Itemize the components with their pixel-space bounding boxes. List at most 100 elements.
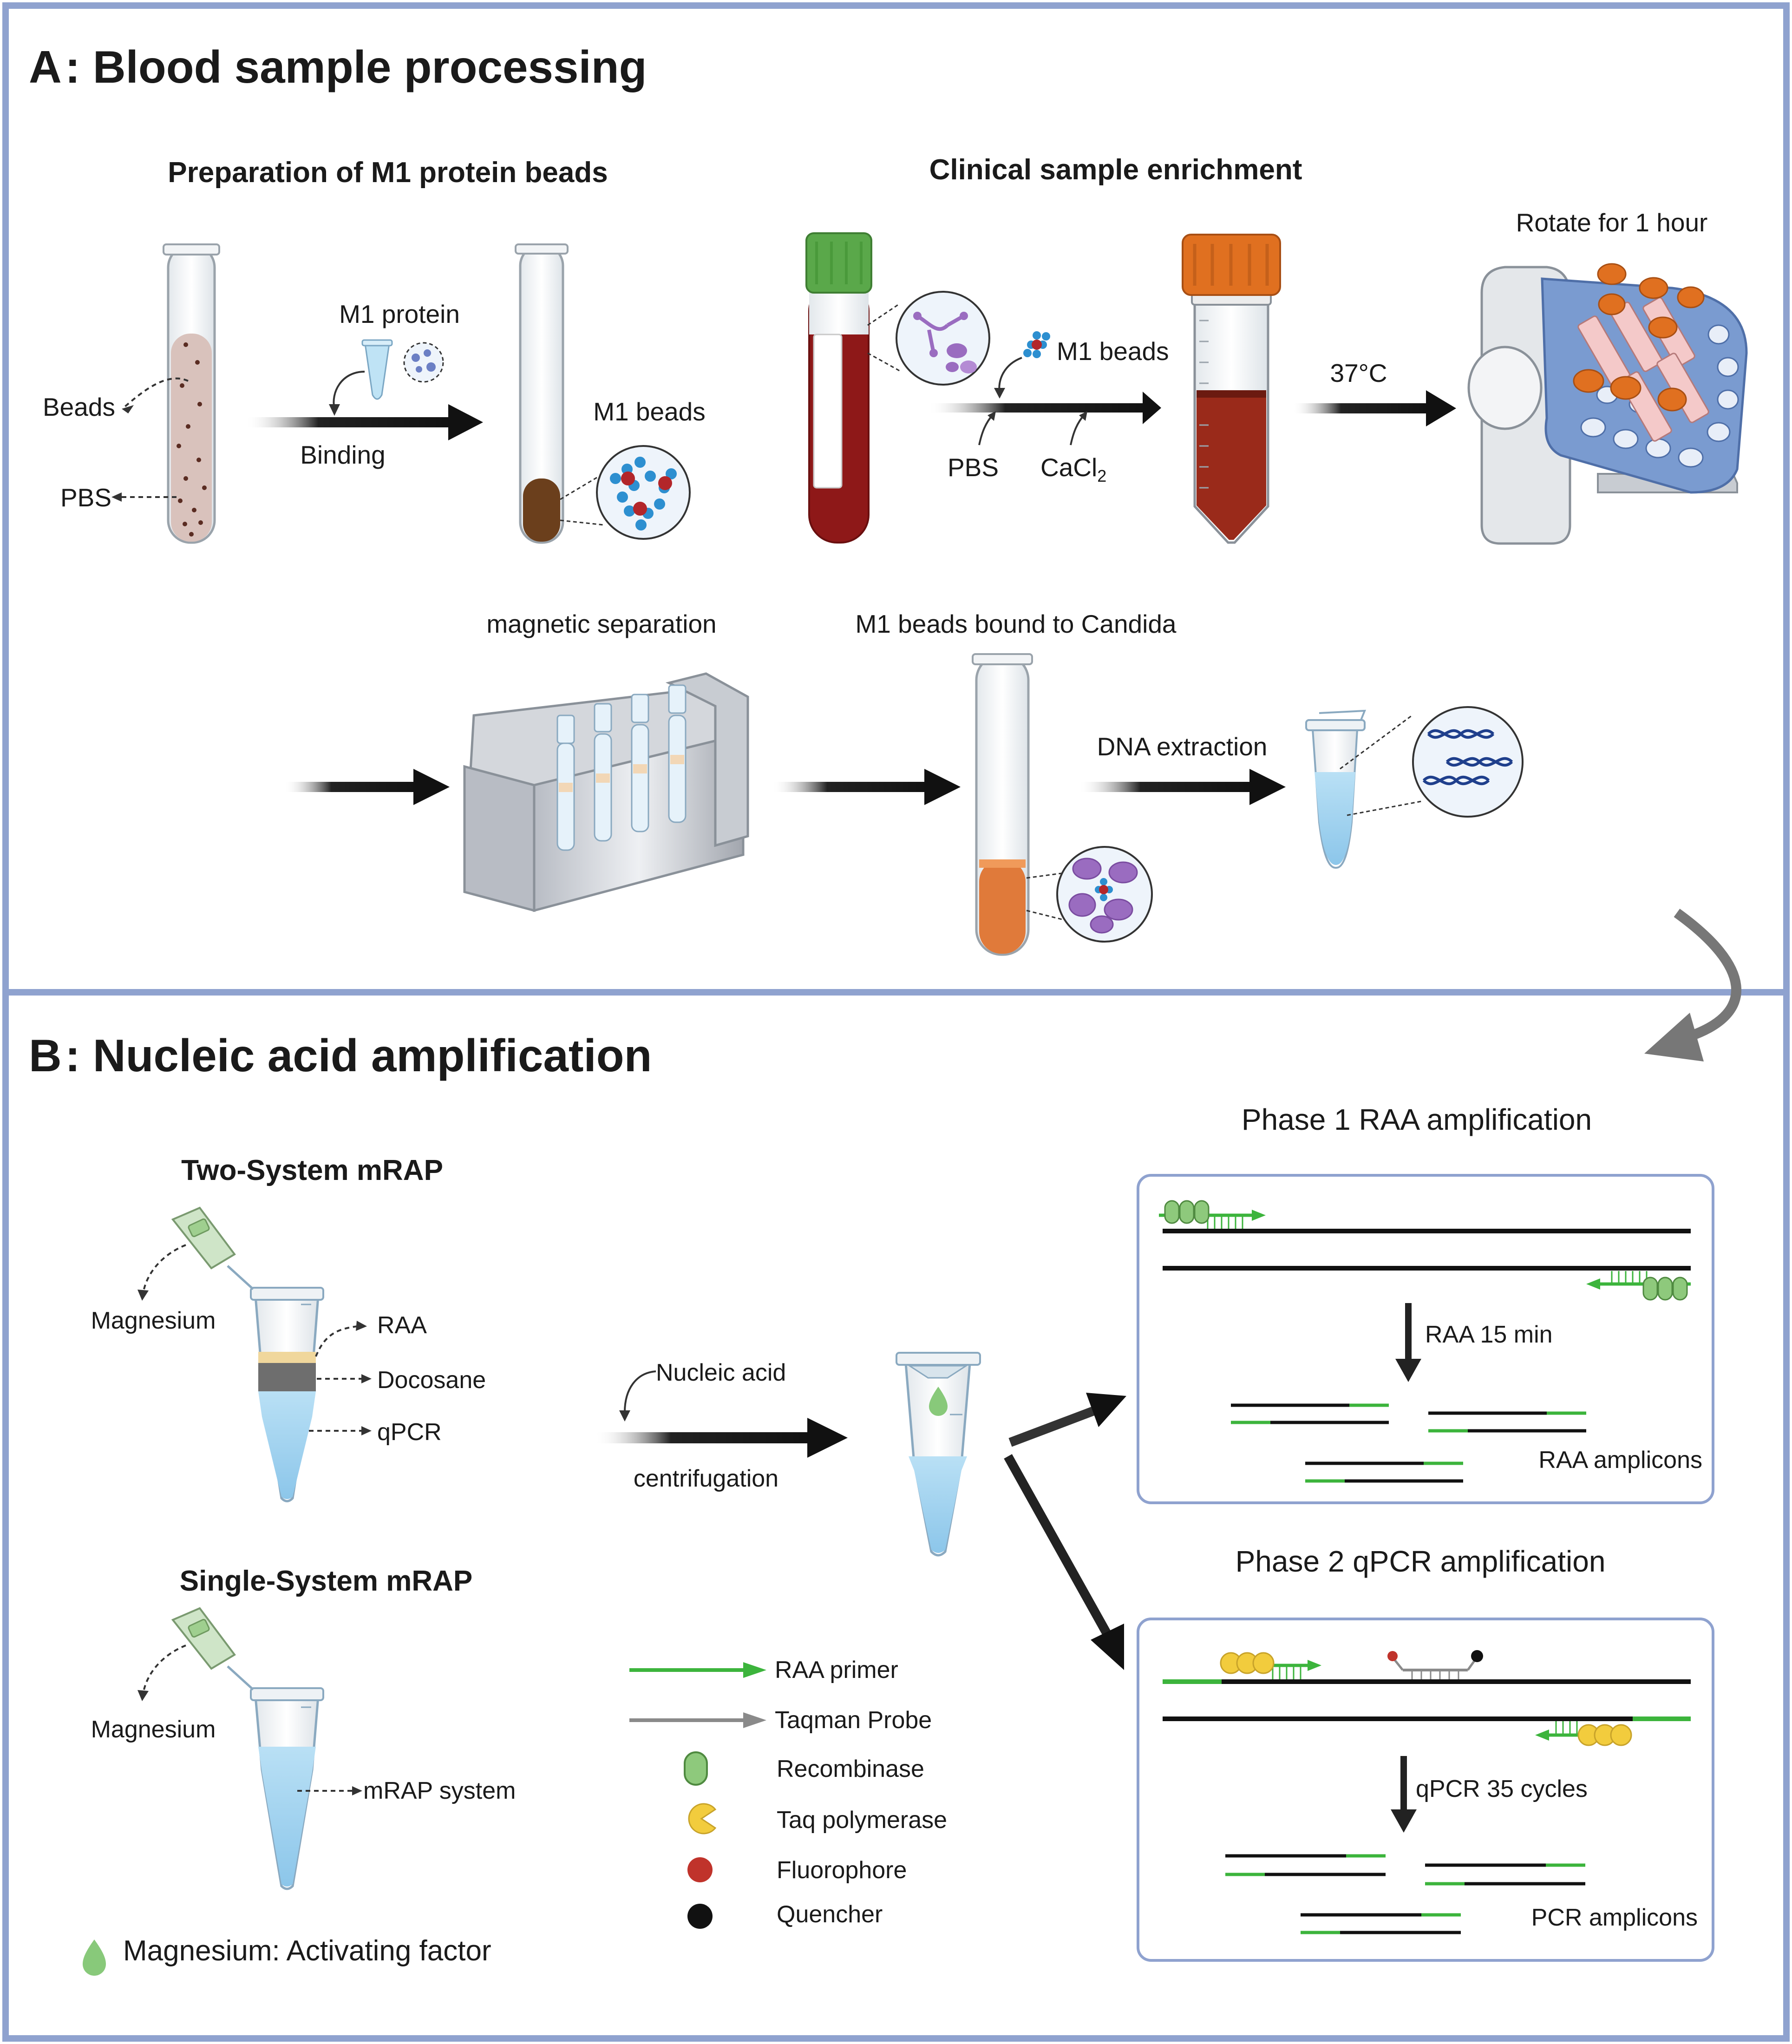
- phase1-strands: [1159, 1200, 1691, 1301]
- single-system-title: Single-System mRAP: [180, 1565, 473, 1597]
- legend: RAA primer Taqman Probe Recombinase Taq …: [629, 1657, 947, 1929]
- m1-beads-icon: [1023, 331, 1050, 358]
- cacl2-subscript: 2: [1097, 466, 1106, 485]
- magnetic-label: magnetic separation: [486, 609, 716, 638]
- m1-protein-pointer: [333, 371, 365, 409]
- nucleic-acid-pointer: [624, 1370, 656, 1413]
- row2-arrow-1: [284, 769, 450, 805]
- docosane-label: Docosane: [377, 1367, 486, 1394]
- raa-amplicons-label: RAA amplicons: [1538, 1447, 1702, 1474]
- single-system-tube: [250, 1687, 324, 1890]
- cacl2-tick-head: [1079, 411, 1087, 421]
- branch-arrow-down: [1004, 1454, 1124, 1670]
- two-system-tube: [250, 1287, 324, 1502]
- rotate-label: Rotate for 1 hour: [1516, 208, 1708, 237]
- mrap-label: mRAP system: [363, 1777, 516, 1804]
- panel-connect-arrow-head: [1644, 1013, 1704, 1061]
- raa-label: RAA: [377, 1312, 427, 1339]
- dna-label: DNA extraction: [1097, 732, 1268, 761]
- centrifugation-label: centrifugation: [634, 1465, 778, 1492]
- zoom-line-b2: [867, 352, 902, 373]
- legend-label-1: Taqman Probe: [775, 1707, 932, 1734]
- pbs-tick-head: [988, 411, 996, 421]
- m1-beads-label-2: M1 beads: [1057, 337, 1169, 366]
- zoom-line-d2: [1347, 800, 1422, 816]
- bound-tube: [972, 653, 1033, 956]
- raa-pointer: [315, 1325, 358, 1357]
- phase1-down-arrow: [1395, 1303, 1421, 1382]
- dna-arrow: [1079, 769, 1286, 805]
- phase2-down-arrow: [1391, 1756, 1417, 1833]
- rotate-arrow: [1292, 390, 1456, 426]
- magnesium-cap-2: [171, 1607, 254, 1690]
- zoom-line-a1: [560, 475, 600, 500]
- pcr-amplicons-label: PCR amplicons: [1531, 1904, 1698, 1931]
- cacl2-base: CaCl: [1040, 453, 1097, 482]
- falcon-tube: [1182, 234, 1281, 544]
- m1-beads-tube: [515, 243, 569, 544]
- phase2-title: Phase 2 qPCR amplification: [1236, 1545, 1606, 1578]
- legend-label-3: Taq polymerase: [777, 1807, 947, 1834]
- beads-label: Beads: [43, 393, 115, 421]
- phase1-title: Phase 1 RAA amplification: [1242, 1103, 1592, 1136]
- magnesium-pointer-head-2: [137, 1690, 149, 1701]
- magnesium-pointer-head-1: [137, 1290, 149, 1301]
- panel-a-letter: A: [29, 41, 62, 92]
- zoom-line-c1: [1026, 872, 1062, 879]
- legend-taqman-probe: Taqman Probe: [629, 1707, 932, 1734]
- centrifuge-arrow: [595, 1418, 848, 1458]
- mrap-pointer-head: [352, 1786, 362, 1795]
- legend-label-2: Recombinase: [777, 1756, 924, 1782]
- qpcr-label: qPCR: [377, 1419, 442, 1446]
- temp-label: 37°C: [1330, 359, 1387, 387]
- panel-b-title: : Nucleic acid amplification: [65, 1030, 652, 1081]
- qpcr-cycles-label: qPCR 35 cycles: [1416, 1775, 1588, 1802]
- panel-b-frame: [2, 989, 1790, 2042]
- zoom-line-c2: [1026, 910, 1064, 921]
- m1-beads-pointer: [998, 357, 1022, 393]
- legend-label-0: RAA primer: [775, 1657, 898, 1684]
- legend-label-4: Fluorophore: [777, 1857, 907, 1884]
- pbs-label-2: PBS: [948, 453, 999, 482]
- legend-raa-primer: RAA primer: [629, 1657, 898, 1684]
- binding-label: Binding: [300, 440, 385, 469]
- center-tube: [896, 1352, 981, 1557]
- panel-b-letter: B: [29, 1030, 62, 1081]
- rotator-machine: [1467, 263, 1748, 545]
- raa-time-label: RAA 15 min: [1425, 1321, 1553, 1348]
- m1-beads-pointer-head: [994, 388, 1005, 399]
- legend-quencher: Quencher: [687, 1901, 883, 1929]
- enrich-title: Clinical sample enrichment: [929, 154, 1302, 186]
- m1-beads-circle: [596, 445, 691, 540]
- beads-pointer: [124, 377, 189, 408]
- pcr-amplicons: [1225, 1854, 1585, 1934]
- dna-circle: [1412, 706, 1524, 818]
- panel-a-title: : Blood sample processing: [65, 41, 647, 92]
- branch-arrow-up: [1008, 1393, 1126, 1447]
- binding-arrow: [245, 404, 483, 440]
- beads-tube: [163, 243, 220, 544]
- legend-taq-polymerase: Taq polymerase: [688, 1803, 947, 1834]
- drop-icon: [83, 1939, 106, 1976]
- two-system-title: Two-System mRAP: [181, 1154, 443, 1186]
- candida-circle: [896, 291, 990, 386]
- zoom-line-d1: [1340, 714, 1413, 770]
- cacl2-tick: [1070, 413, 1086, 445]
- magnesium-cap-1: [171, 1206, 254, 1290]
- m1-beads-label: M1 beads: [593, 397, 706, 426]
- nucleic-acid-label: Nucleic acid: [656, 1359, 786, 1386]
- legend-label-5: Quencher: [777, 1901, 883, 1928]
- legend-recombinase: Recombinase: [684, 1751, 924, 1786]
- magnetic-rack: [463, 672, 749, 912]
- magnesium-pointer-2: [142, 1644, 186, 1695]
- cacl2-label: CaCl2: [1040, 453, 1106, 485]
- beads-pointer-head: [122, 405, 134, 413]
- blood-tube: [805, 232, 872, 544]
- phase2-strands: [1163, 1650, 1691, 1746]
- magnesium-label-2: Magnesium: [91, 1716, 216, 1743]
- pbs-tick: [978, 413, 994, 445]
- panel-connect-arrow: [1674, 909, 1741, 1041]
- footnote-label: Magnesium: Activating factor: [123, 1935, 491, 1967]
- m1-protein-tube: [361, 339, 393, 400]
